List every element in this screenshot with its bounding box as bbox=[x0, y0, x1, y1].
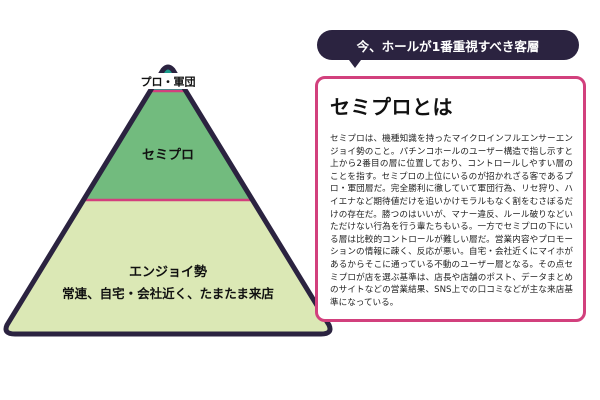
header-banner-text: 今、ホールが1番重視すべき客層 bbox=[356, 38, 540, 54]
callout-title: セミプロとは bbox=[330, 95, 453, 119]
top-tier-label-box bbox=[137, 73, 199, 89]
bottom-tier-label-line2: 常連、自宅・会社近く、たまたま来店 bbox=[62, 286, 274, 301]
top-tier-label: プロ・軍団 bbox=[141, 75, 196, 89]
callout-panel: セミプロとは セミプロは、機種知識を持ったマイクロインフルエンサーエンジョイ勢の… bbox=[315, 76, 586, 322]
pyramid-tier-middle bbox=[6, 91, 330, 200]
callout-body: セミプロは、機種知識を持ったマイクロインフルエンサーエンジョイ勢のこと。パチンコ… bbox=[330, 134, 573, 308]
bottom-tier-label-line1: エンジョイ勢 bbox=[129, 264, 207, 280]
middle-tier-label: セミプロ bbox=[142, 148, 194, 163]
pyramid-outline bbox=[3, 64, 333, 337]
header-banner: 今、ホールが1番重視すべき客層 bbox=[317, 30, 579, 60]
header-banner-tail bbox=[346, 56, 364, 68]
